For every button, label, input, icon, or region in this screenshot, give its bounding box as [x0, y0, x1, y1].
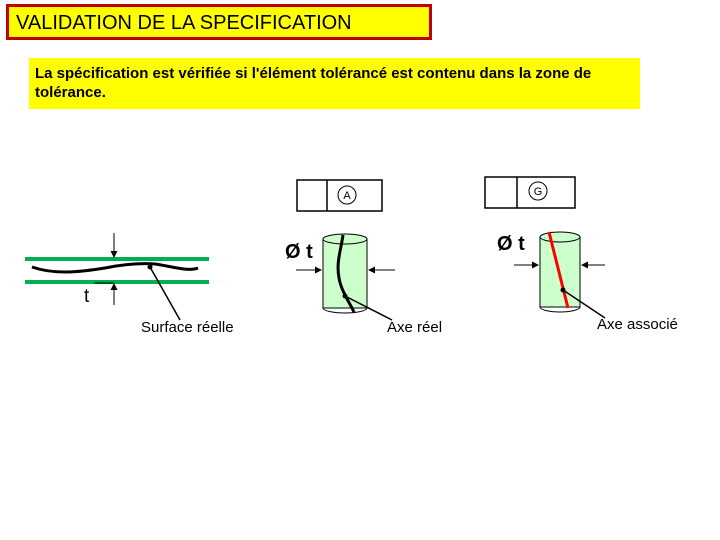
- datum-g-label: G: [534, 186, 543, 198]
- surface-tolerance-zone: t Surface réelle: [25, 233, 234, 336]
- diameter-label-2: Ø t: [497, 233, 525, 255]
- page-title: VALIDATION DE LA SPECIFICATION: [16, 12, 352, 34]
- tolerance-frame-a: A: [296, 179, 383, 212]
- statement-box: La spécification est vérifiée si l'éléme…: [29, 58, 640, 109]
- real-axis-label: Axe réel: [387, 319, 442, 336]
- associated-axis-line: [547, 231, 570, 309]
- datum-a-label: A: [343, 190, 351, 202]
- title-banner: VALIDATION DE LA SPECIFICATION: [6, 4, 432, 40]
- statement-text: La spécification est vérifiée si l'éléme…: [35, 65, 592, 101]
- diameter-label-1: Ø t: [285, 241, 313, 263]
- real-axis-curve: [336, 234, 356, 313]
- thickness-label: t: [84, 286, 90, 307]
- tolerance-frame-g: G: [484, 176, 576, 209]
- associated-axis-cylinder: Ø t Axe associé: [497, 231, 678, 333]
- associated-axis-label: Axe associé: [597, 316, 678, 333]
- real-axis-cylinder: Ø t Axe réel: [285, 233, 442, 336]
- surface-label: Surface réelle: [141, 319, 234, 336]
- real-surface-curve: [31, 262, 199, 274]
